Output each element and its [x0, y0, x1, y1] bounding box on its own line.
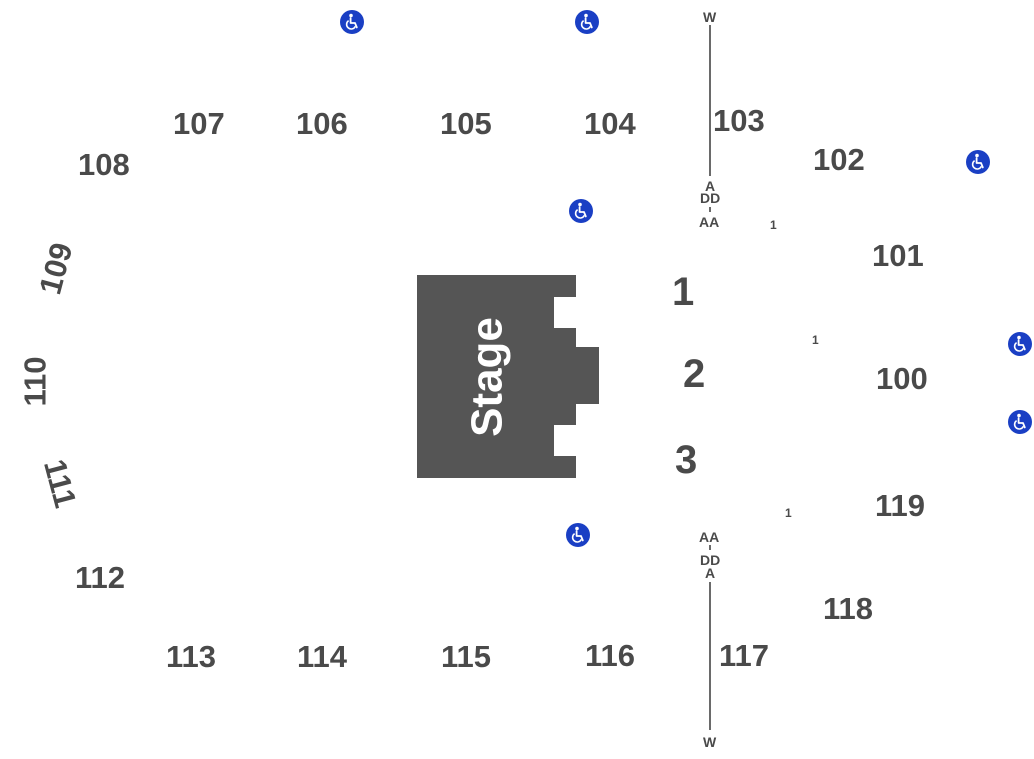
- aisle-top-line: [709, 25, 711, 176]
- aisle-top-row-a: A: [705, 178, 716, 194]
- section-108[interactable]: 108: [78, 147, 130, 182]
- section-115[interactable]: 115: [441, 639, 492, 674]
- wheelchair-icon[interactable]: [1008, 410, 1032, 434]
- section-110[interactable]: 110: [17, 356, 53, 407]
- aisle-top-row-dd: DD: [700, 190, 721, 206]
- section-102[interactable]: 102: [813, 142, 865, 177]
- floor-section-2[interactable]: 2: [683, 352, 706, 396]
- wheelchair-icon[interactable]: [1008, 332, 1032, 356]
- section-119[interactable]: 119: [875, 488, 926, 523]
- wheelchair-icon[interactable]: [340, 10, 364, 34]
- aisle-bottom-row-a: A: [705, 565, 716, 581]
- floor-section-1[interactable]: 1: [672, 270, 695, 314]
- section-113[interactable]: 113: [166, 639, 217, 674]
- section-106[interactable]: 106: [296, 106, 348, 141]
- section-112[interactable]: 112: [75, 560, 126, 595]
- aisle-bottom-dash: [709, 545, 711, 550]
- row-marker: 1: [785, 506, 792, 520]
- aisle-top-dash: [709, 207, 711, 212]
- aisle-bottom-end-label: W: [703, 734, 717, 750]
- section-116[interactable]: 116: [585, 638, 636, 673]
- aisle-bottom-line: [709, 582, 711, 730]
- section-107[interactable]: 107: [173, 106, 225, 141]
- section-101[interactable]: 101: [872, 238, 924, 273]
- section-118[interactable]: 118: [823, 591, 874, 626]
- stage-label: Stage: [463, 317, 512, 437]
- wheelchair-icon[interactable]: [566, 523, 590, 547]
- stage-shape[interactable]: [417, 275, 599, 478]
- section-104[interactable]: 104: [584, 106, 636, 141]
- section-105[interactable]: 105: [440, 106, 492, 141]
- wheelchair-icon[interactable]: [966, 150, 990, 174]
- aisle-bottom-row-aa: AA: [699, 529, 720, 545]
- row-marker: 1: [770, 218, 777, 232]
- section-103[interactable]: 103: [713, 103, 765, 138]
- section-100[interactable]: 100: [876, 361, 928, 396]
- section-114[interactable]: 114: [297, 639, 348, 674]
- aisle-bottom-row-dd: DD: [700, 552, 721, 568]
- section-117[interactable]: 117: [719, 638, 770, 673]
- row-marker: 1: [812, 333, 819, 347]
- aisle-top-end-label: W: [703, 9, 717, 25]
- wheelchair-icon[interactable]: [569, 199, 593, 223]
- aisle-top-row-aa: AA: [699, 214, 720, 230]
- floor-section-3[interactable]: 3: [675, 438, 698, 482]
- wheelchair-icon[interactable]: [575, 10, 599, 34]
